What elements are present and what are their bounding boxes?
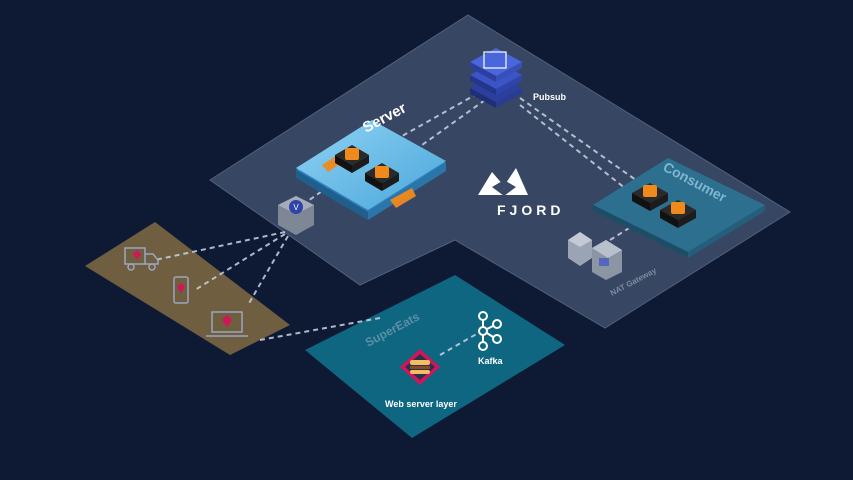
web-server-icon bbox=[400, 349, 440, 385]
nat-gateway-icon bbox=[568, 232, 622, 280]
gateway-hex-icon: V bbox=[278, 196, 314, 235]
brand-label: FJORD bbox=[497, 202, 564, 218]
server-tile bbox=[296, 120, 446, 220]
supereats-panel bbox=[305, 275, 565, 438]
truck-icon bbox=[124, 247, 159, 271]
kafka-icon bbox=[478, 311, 502, 351]
laptop-icon bbox=[206, 311, 248, 337]
svg-text:V: V bbox=[293, 203, 299, 212]
pubsub-label: Pubsub bbox=[533, 92, 567, 102]
phone-icon bbox=[173, 276, 189, 304]
fjord-logo bbox=[478, 168, 528, 196]
main-platform bbox=[209, 14, 791, 329]
chip-icon bbox=[660, 200, 696, 228]
web-server-label: Web server layer bbox=[385, 399, 457, 409]
chip-icon bbox=[632, 183, 668, 211]
chip-icon bbox=[335, 145, 369, 173]
pubsub-stack-icon bbox=[470, 48, 522, 108]
kafka-label: Kafka bbox=[478, 356, 504, 366]
chip-icon bbox=[365, 163, 399, 191]
